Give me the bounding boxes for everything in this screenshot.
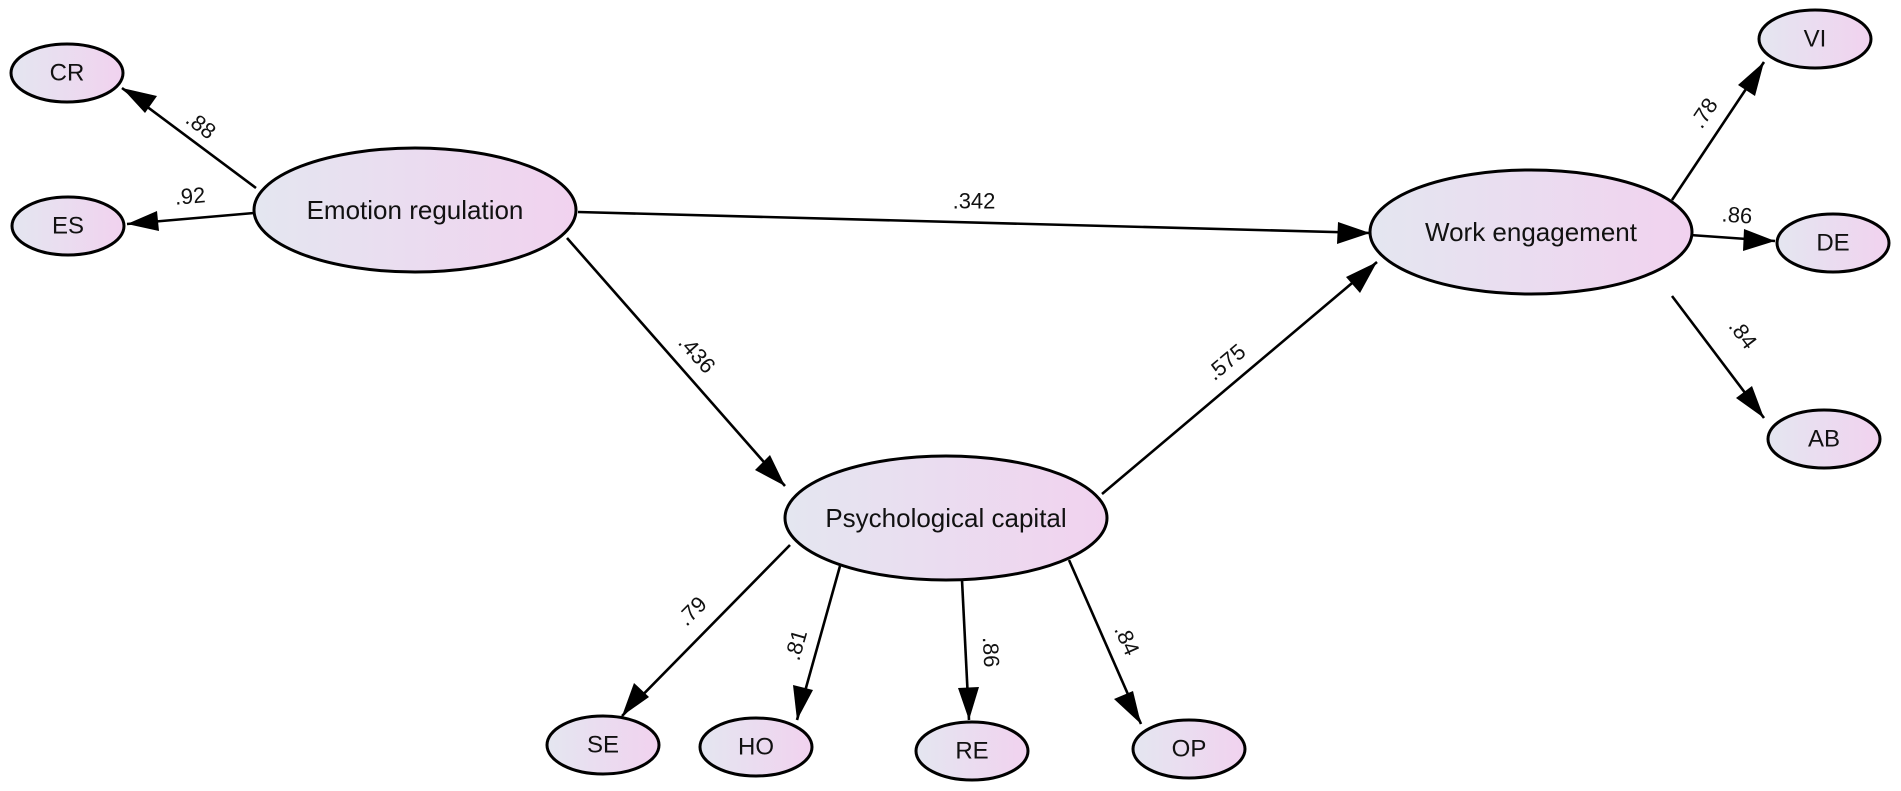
node-label: CR — [50, 60, 85, 87]
arrowhead — [755, 455, 785, 486]
path-work-engagement-to-de — [1689, 229, 1776, 251]
path-emotion-regulation-to-cr — [121, 86, 257, 190]
indicator-node-vi: VI — [1757, 8, 1873, 70]
path-psychological-capital-to-work-engagement — [1101, 261, 1378, 495]
coefficient-label-pc-se: .79 — [672, 591, 711, 630]
coefficient-label-er-pc: .436 — [673, 330, 720, 379]
path-emotion-regulation-to-work-engagement — [577, 210, 1371, 244]
arrowhead — [127, 211, 159, 231]
node-label: VI — [1804, 26, 1827, 53]
path-emotion-regulation-to-psychological-capital — [566, 237, 786, 487]
indicator-node-op: OP — [1131, 718, 1247, 780]
node-label: OP — [1172, 736, 1207, 763]
path-psychological-capital-to-op — [1067, 559, 1143, 725]
arrowhead — [1337, 222, 1370, 244]
coefficient-label-pc-op: .84 — [1109, 621, 1144, 659]
latent-node-work-engagement: Work engagement — [1368, 168, 1694, 296]
coefficient-label-er-cr: .88 — [181, 106, 220, 144]
coefficient-label-we-vi: .78 — [1685, 93, 1723, 132]
node-label: HO — [738, 734, 774, 761]
node-label: ES — [52, 213, 84, 240]
path-work-engagement-to-vi — [1670, 61, 1766, 201]
arrowhead — [1738, 62, 1764, 96]
indicator-node-cr: CR — [9, 42, 125, 104]
node-label: RE — [955, 738, 988, 765]
latent-node-emotion-regulation: Emotion regulation — [252, 146, 578, 274]
node-label: DE — [1816, 230, 1849, 257]
path-psychological-capital-to-re — [958, 579, 979, 721]
arrowhead — [122, 88, 157, 113]
arrowhead — [1114, 691, 1141, 724]
node-label: Work engagement — [1425, 217, 1638, 247]
indicator-node-re: RE — [914, 720, 1030, 782]
arrowhead — [1346, 262, 1377, 293]
indicator-node-se: SE — [545, 714, 661, 776]
arrowhead — [1743, 229, 1775, 251]
arrowhead — [622, 683, 649, 716]
arrowhead — [793, 685, 813, 720]
coefficient-label-pc-we: .575 — [1202, 339, 1251, 386]
path-psychological-capital-to-se — [621, 544, 791, 717]
coefficient-label-we-ab: .84 — [1724, 314, 1762, 353]
indicator-node-es: ES — [10, 195, 126, 257]
node-label: SE — [587, 732, 619, 759]
latent-node-psychological-capital: Psychological capital — [783, 454, 1109, 582]
path-work-engagement-to-ab — [1670, 295, 1766, 419]
path-emotion-regulation-to-es — [126, 211, 255, 231]
coefficient-label-er-we: .342 — [953, 189, 996, 214]
arrowhead — [1736, 386, 1764, 418]
coefficient-label-pc-re: .86 — [978, 636, 1005, 668]
coefficient-label-er-es: .92 — [174, 182, 207, 210]
path-psychological-capital-to-ho — [793, 565, 842, 721]
node-label: Psychological capital — [825, 503, 1066, 533]
node-label: Emotion regulation — [307, 195, 524, 225]
arrowhead — [958, 687, 979, 720]
node-label: AB — [1808, 426, 1840, 453]
coefficient-label-pc-ho: .81 — [780, 627, 812, 663]
indicator-node-ho: HO — [698, 716, 814, 778]
indicator-node-de: DE — [1775, 212, 1891, 274]
indicator-node-ab: AB — [1766, 408, 1882, 470]
coefficient-label-we-de: .86 — [1721, 201, 1753, 228]
